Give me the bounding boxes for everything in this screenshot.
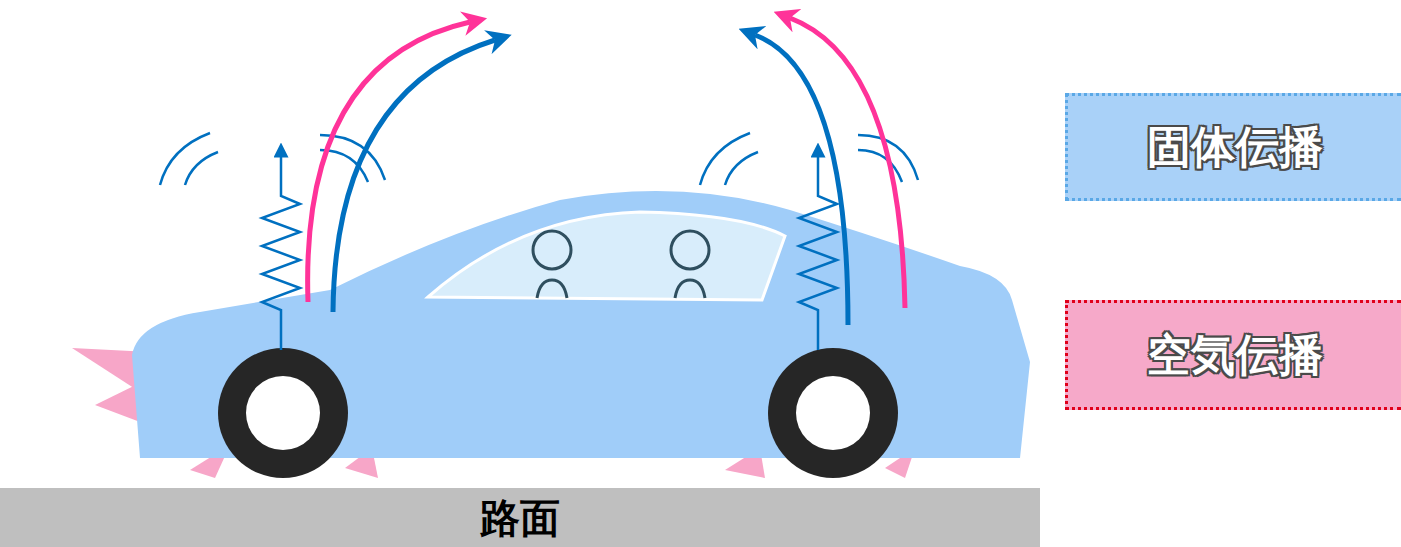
solid-path-arrow bbox=[333, 40, 495, 312]
wheel bbox=[218, 348, 898, 478]
road-label: 路面 bbox=[480, 498, 560, 538]
suspension-spring bbox=[262, 150, 837, 350]
legend-swatch: 固体伝播 bbox=[1065, 93, 1401, 201]
occupant bbox=[533, 231, 709, 298]
road-band: 路面 bbox=[0, 488, 1040, 547]
legend-label: 空気伝播 bbox=[1147, 326, 1323, 385]
legend-swatch: 空気伝播 bbox=[1065, 300, 1401, 410]
solid-path-arrow bbox=[755, 35, 848, 325]
air-path-arrow bbox=[790, 18, 905, 308]
car-window bbox=[428, 212, 785, 300]
sound-wave bbox=[160, 133, 918, 185]
legend-label: 固体伝播 bbox=[1147, 118, 1323, 177]
